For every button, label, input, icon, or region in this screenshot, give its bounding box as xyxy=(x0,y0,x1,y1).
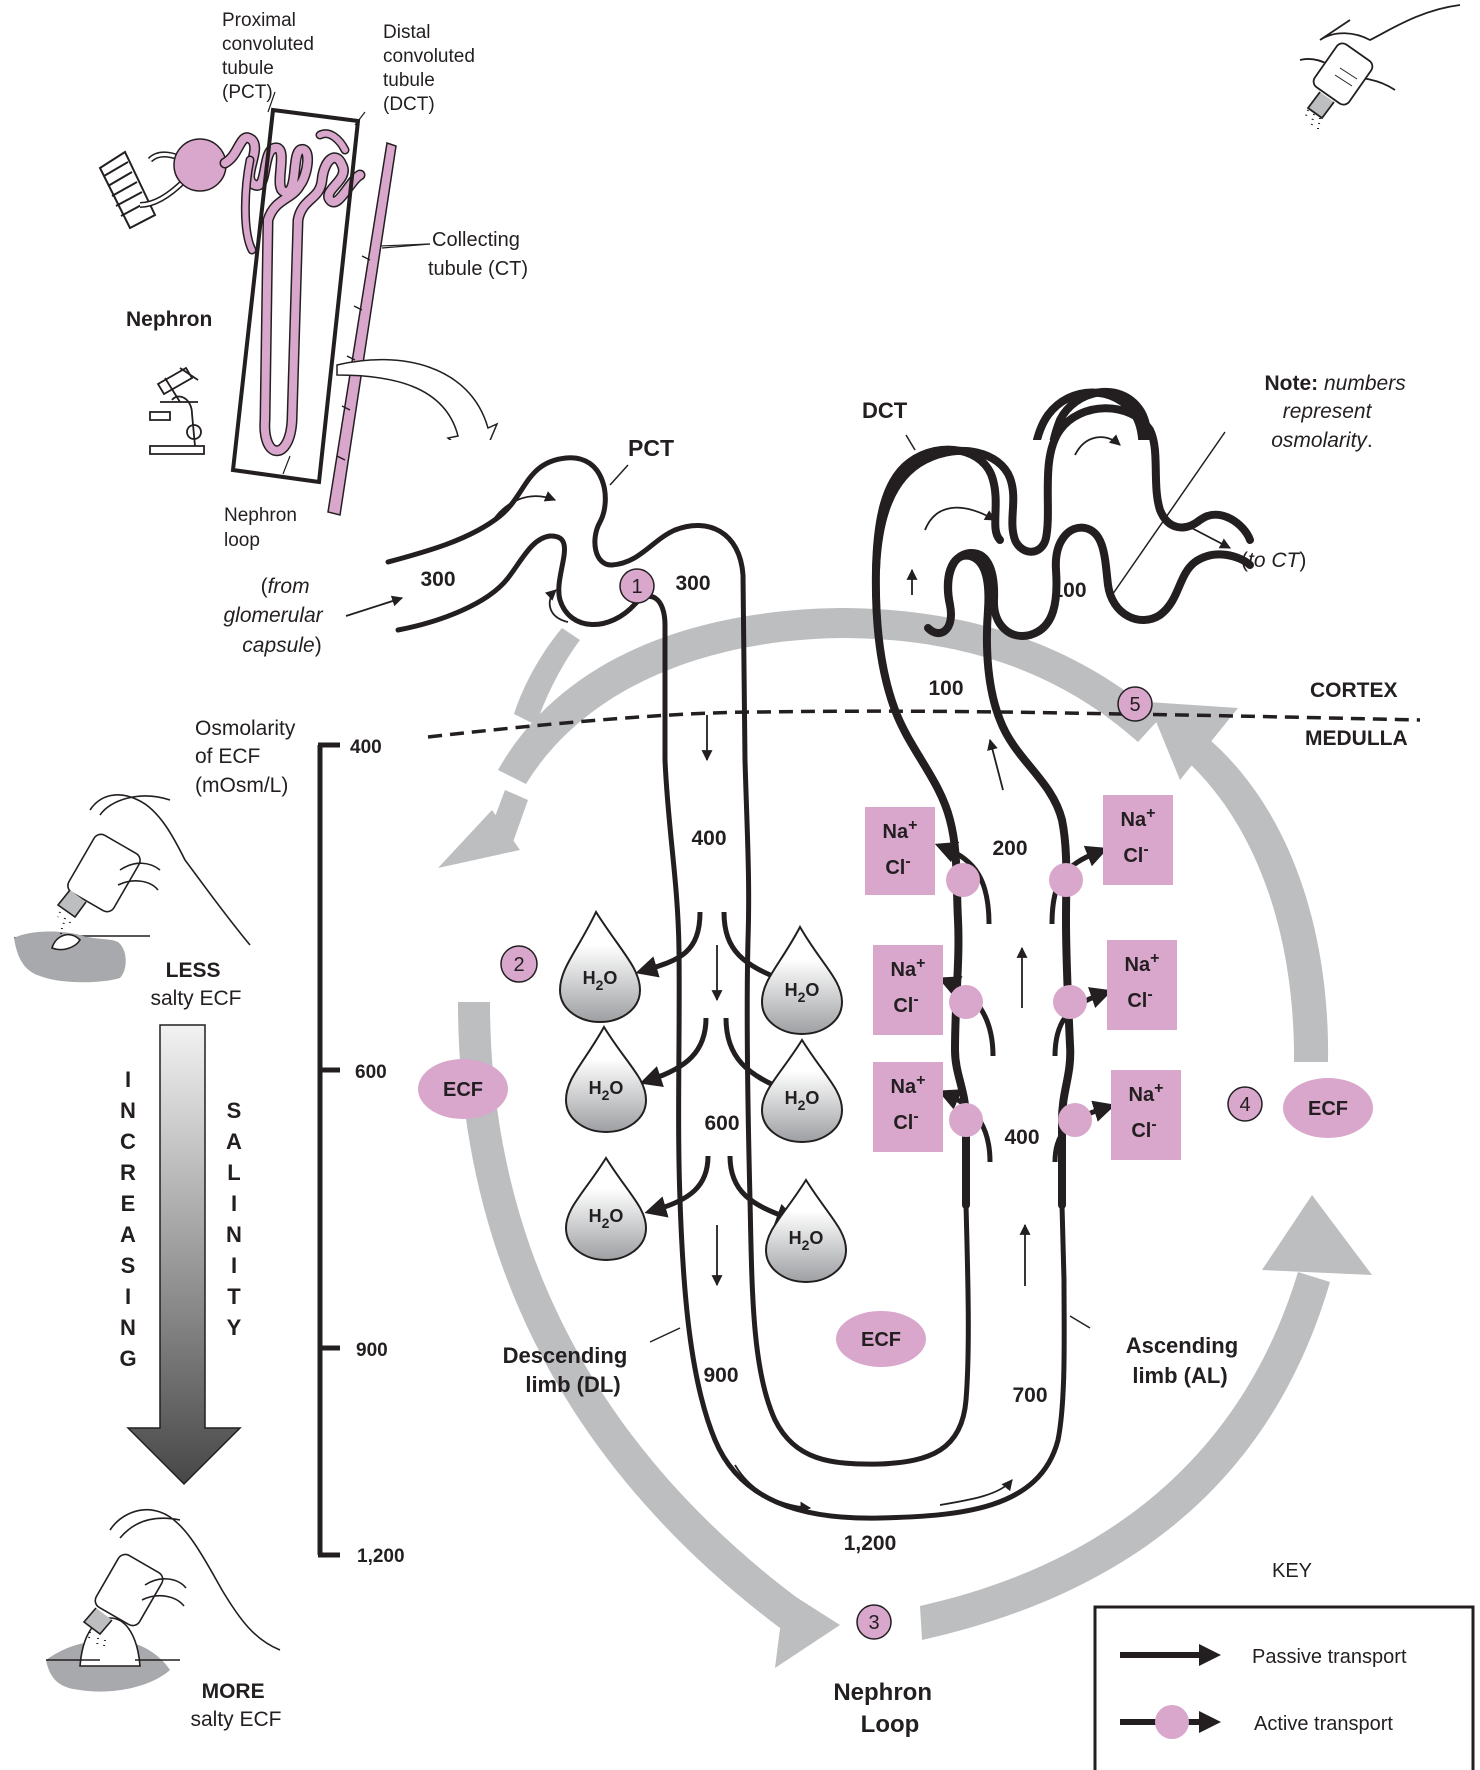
osm-dct: 100 xyxy=(1051,579,1086,602)
increasing-letter-7: S xyxy=(121,1253,136,1278)
pump-3r xyxy=(1058,1103,1092,1137)
ecf-right: ECF xyxy=(1308,1098,1348,1120)
scale-tick-900: 900 xyxy=(356,1340,388,1361)
salinity-letter-8: Y xyxy=(227,1315,242,1340)
increasing-letter-4: R xyxy=(120,1160,136,1185)
salinity-letter-4: I xyxy=(231,1191,237,1216)
osm-dl-600: 600 xyxy=(704,1112,739,1135)
step-1: 1 xyxy=(631,576,642,598)
ecf-center: ECF xyxy=(861,1329,901,1351)
salinity-letter-6: I xyxy=(231,1253,237,1278)
osm-al-700: 700 xyxy=(1012,1384,1047,1407)
osm-pct-out: 300 xyxy=(675,572,710,595)
salinity-letter-5: N xyxy=(226,1222,242,1247)
scale-tick-400: 400 xyxy=(350,737,382,758)
pct-main-label: PCT xyxy=(628,435,674,461)
dct-main-label: DCT xyxy=(862,398,908,423)
key-title: KEY xyxy=(1272,1560,1312,1582)
increasing-letter-3: C xyxy=(120,1129,136,1154)
ecf-left: ECF xyxy=(443,1079,483,1101)
increasing-letter-1: I xyxy=(125,1067,131,1092)
increasing-letter-9: N xyxy=(120,1315,136,1340)
osm-al-cortex: 100 xyxy=(928,677,963,700)
osm-bottom: 1,200 xyxy=(844,1532,897,1555)
salinity-letter-2: A xyxy=(226,1129,242,1154)
scale-tick-1200: 1,200 xyxy=(357,1546,405,1567)
pump-3l xyxy=(949,1103,983,1137)
osm-dl-900: 900 xyxy=(703,1364,738,1387)
osm-pct-in: 300 xyxy=(420,568,455,591)
note-label: Note: numbers represent osmolarity. xyxy=(1264,372,1411,452)
pump-2r xyxy=(1053,985,1087,1019)
medulla-label: MEDULLA xyxy=(1305,727,1408,750)
step-4: 4 xyxy=(1239,1094,1250,1116)
pump-1l xyxy=(946,863,980,897)
osm-dl-400: 400 xyxy=(691,827,726,850)
salinity-letter-1: S xyxy=(227,1098,242,1123)
key-pump-circle xyxy=(1155,1705,1189,1739)
step-5: 5 xyxy=(1129,694,1140,716)
pump-1r xyxy=(1049,863,1083,897)
salinity-letter-3: L xyxy=(227,1160,240,1185)
step-3: 3 xyxy=(868,1612,879,1634)
increasing-letter-5: E xyxy=(121,1191,136,1216)
salinity-letter-7: T xyxy=(227,1284,241,1309)
key-active-label: Active transport xyxy=(1254,1713,1393,1735)
scale-tick-600: 600 xyxy=(355,1062,387,1083)
key-box xyxy=(1095,1607,1473,1770)
increasing-letter-10: G xyxy=(119,1346,136,1371)
cortex-label: CORTEX xyxy=(1310,679,1398,702)
increasing-letter-6: A xyxy=(120,1222,136,1247)
to-ct-label: (to CT) xyxy=(1241,549,1306,572)
pump-2l xyxy=(949,985,983,1019)
key-passive-label: Passive transport xyxy=(1252,1646,1407,1668)
increasing-letter-2: N xyxy=(120,1098,136,1123)
increasing-letter-8: I xyxy=(125,1284,131,1309)
osm-al-200: 200 xyxy=(992,837,1027,860)
osm-al-400: 400 xyxy=(1004,1126,1039,1149)
step-2: 2 xyxy=(513,954,524,976)
